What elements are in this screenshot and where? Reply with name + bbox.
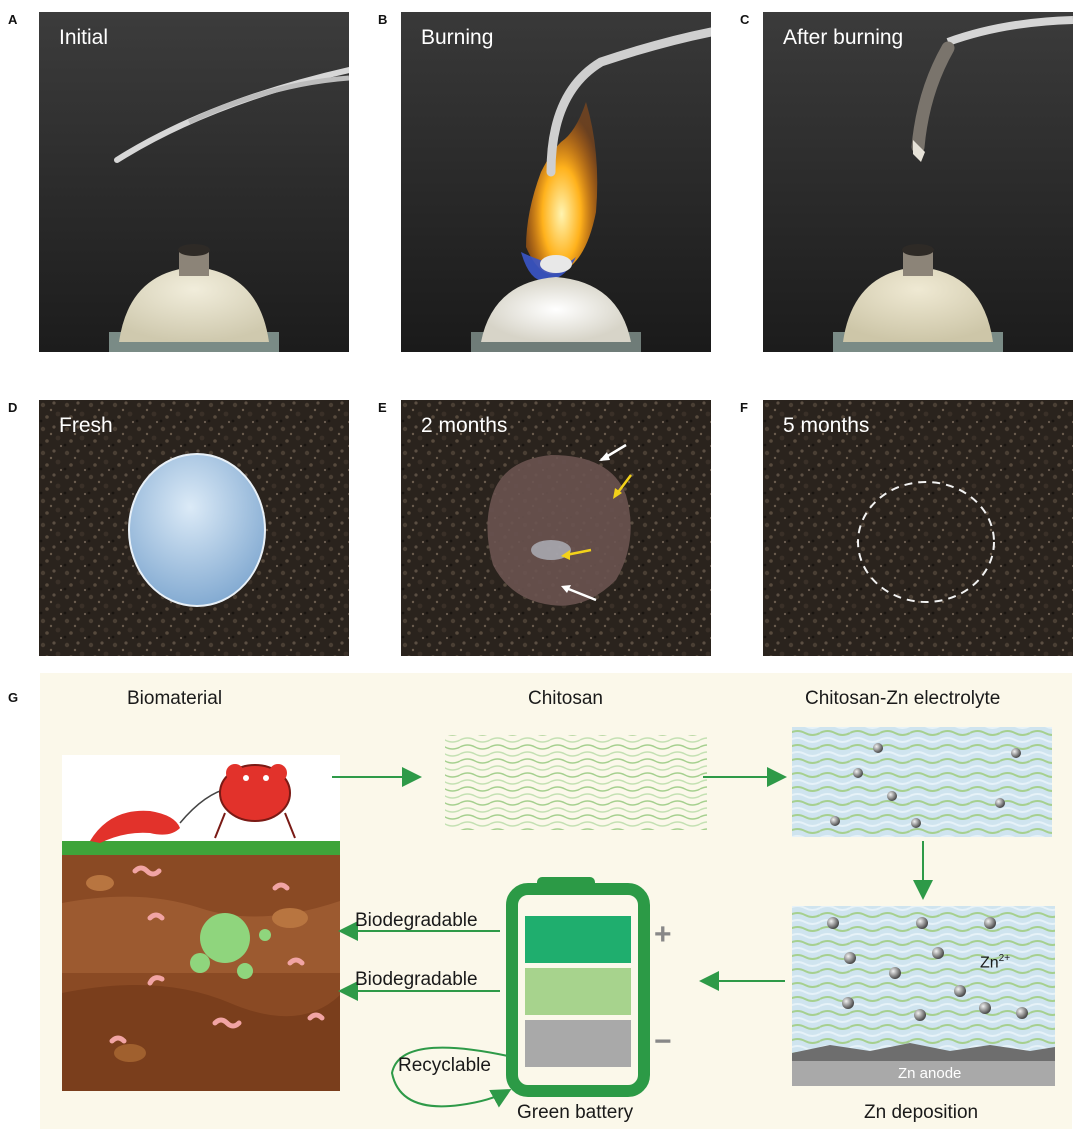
label-biodegradable-1: Biodegradable	[355, 910, 478, 931]
label-green-battery: Green battery	[517, 1102, 634, 1123]
panel-label-f: F	[740, 400, 748, 415]
fresh-soil-scene	[39, 400, 349, 656]
battery-cell-bottom	[525, 1020, 631, 1067]
label-recyclable: Recyclable	[398, 1055, 491, 1076]
caption-burning: Burning	[421, 26, 494, 49]
label-biomaterial: Biomaterial	[127, 688, 223, 709]
zn-deposit-layer	[792, 1043, 1055, 1063]
label-zn-deposition: Zn deposition	[864, 1102, 979, 1123]
label-zn-ion: Zn2+	[980, 953, 1010, 972]
arrow-recyclable-loop	[390, 1046, 512, 1108]
dashed-circle-marker	[857, 481, 995, 603]
caption-2-months: 2 months	[421, 414, 508, 437]
caption-fresh: Fresh	[59, 414, 113, 437]
after-burning-scene	[763, 12, 1073, 352]
panel-label-d: D	[8, 400, 18, 415]
label-chitosan-zn-electrolyte: Chitosan-Zn electrolyte	[805, 688, 1001, 709]
chitosan-fiber-illustration	[445, 735, 707, 830]
battery-cell-middle	[525, 968, 631, 1015]
five-months-soil-scene	[763, 400, 1073, 656]
green-battery-illustration	[506, 877, 650, 1097]
white-arrow-bottom	[565, 586, 597, 602]
zn-ion-charge: 2+	[998, 953, 1011, 964]
worm-illustration	[132, 865, 162, 877]
zn-ion-symbol: Zn	[980, 954, 999, 972]
biomaterial-soil-scene	[62, 755, 340, 1091]
panel-label-g: G	[8, 690, 19, 705]
photo-initial: Initial	[39, 12, 349, 352]
caption-initial: Initial	[59, 26, 109, 49]
battery-minus-sign: −	[654, 1025, 672, 1058]
chitosan-zn-electrolyte-illustration	[792, 727, 1052, 837]
photo-2-months: 2 months	[401, 400, 711, 656]
panel-label-a: A	[8, 12, 18, 27]
label-chitosan: Chitosan	[528, 688, 603, 709]
zn-deposition-illustration	[792, 906, 1055, 1086]
caption-after-burning: After burning	[783, 26, 904, 49]
photo-after-burning: After burning	[763, 12, 1073, 352]
photo-fresh: Fresh	[39, 400, 349, 656]
label-biodegradable-2: Biodegradable	[355, 969, 478, 990]
photo-burning: Burning	[401, 12, 711, 352]
panel-label-c: C	[740, 12, 750, 27]
initial-scene	[39, 12, 349, 352]
schematic-panel: Biomaterial Chitosan Chitosan-Zn electro…	[40, 673, 1072, 1129]
two-months-soil-scene	[401, 400, 711, 656]
shrimp-illustration	[90, 810, 180, 843]
zn-anode-bar	[792, 1061, 1055, 1086]
schematic-graphics	[62, 727, 1055, 1108]
photo-5-months: 5 months	[763, 400, 1073, 656]
burning-scene	[401, 12, 711, 352]
yellow-arrow-bottom	[565, 548, 592, 557]
battery-plus-sign: +	[654, 918, 672, 951]
battery-cell-top	[525, 916, 631, 963]
panel-label-b: B	[378, 12, 388, 27]
degraded-fragment	[200, 913, 250, 963]
caption-5-months: 5 months	[783, 414, 870, 437]
label-zn-anode: Zn anode	[898, 1065, 962, 1082]
panel-label-e: E	[378, 400, 387, 415]
